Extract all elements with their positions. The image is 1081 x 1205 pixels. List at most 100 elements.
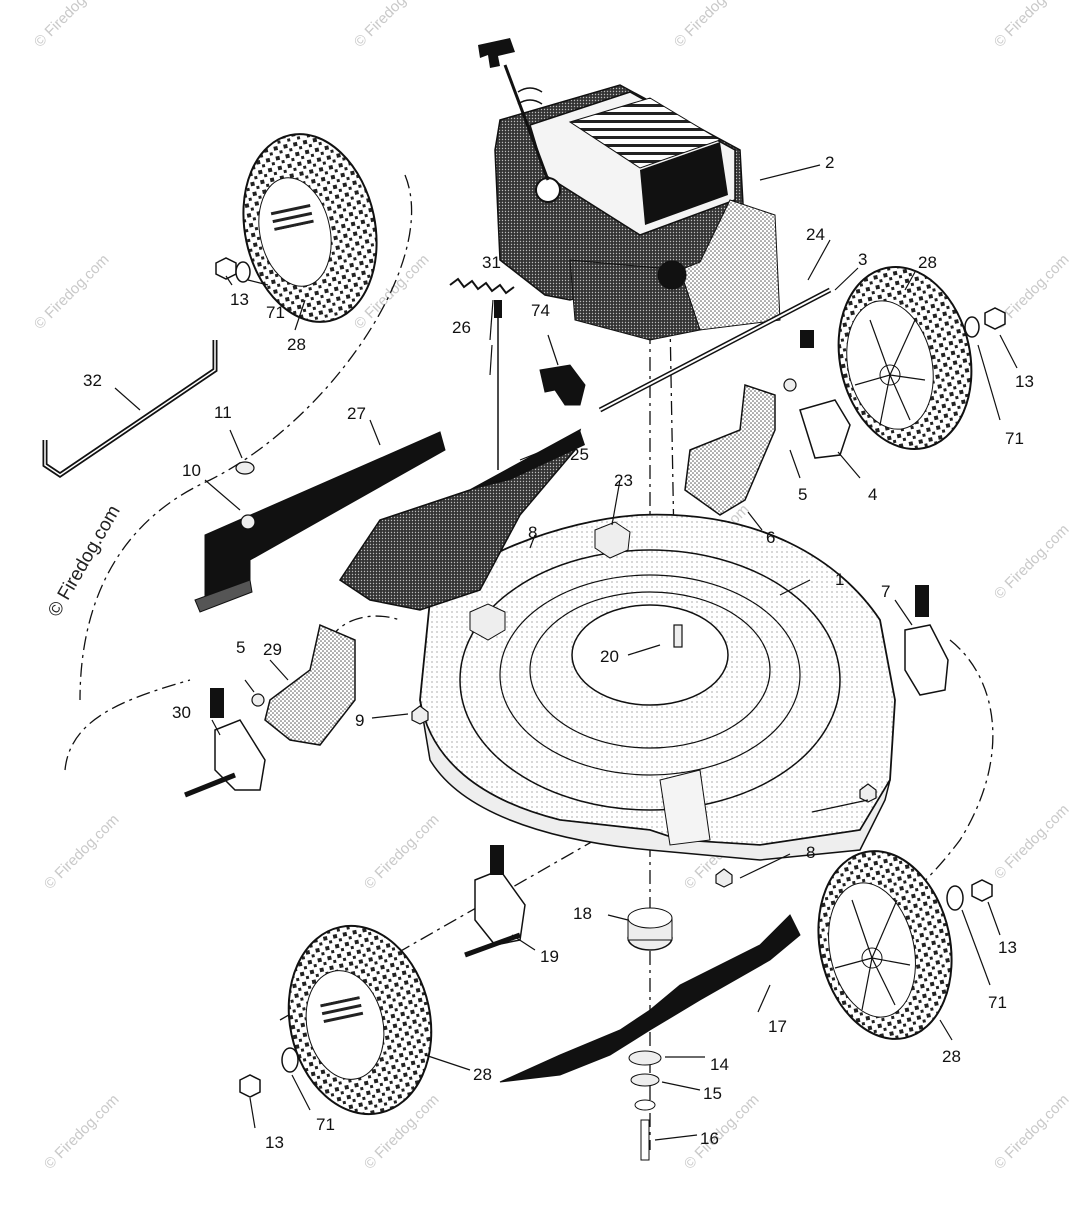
blade-assembly: [499, 907, 801, 1161]
watermark: © Firedog.com: [681, 1091, 763, 1173]
leader-lines: [114, 164, 1018, 1141]
label-part-29: 29: [263, 640, 282, 659]
label-part-8-top: 8: [528, 523, 537, 542]
watermark: © Firedog.com: [671, 0, 753, 51]
bolt-5: [783, 378, 797, 392]
left-rear-wheel: [242, 133, 378, 323]
label-part-28-c: 28: [942, 1047, 961, 1066]
left-front-height-adjuster: [464, 845, 526, 958]
label-part-3: 3: [858, 250, 867, 269]
rear-deflector: [338, 428, 585, 611]
label-part-26: 26: [452, 318, 471, 337]
right-front-wheel-axis-line: [819, 639, 994, 961]
watermark: © Firedog.com: [31, 0, 113, 51]
nut-8: [715, 868, 733, 888]
label-part-25: 25: [570, 445, 589, 464]
label-part-23: 23: [614, 471, 633, 490]
label-part-31: 31: [482, 253, 501, 272]
nut-8: [859, 783, 877, 803]
right-front-wheel: [817, 850, 953, 1040]
label-part-24: 24: [806, 225, 825, 244]
label-part-15: 15: [703, 1084, 722, 1103]
washer: [281, 1047, 299, 1073]
left-rear-wheel-axis-line: [79, 174, 413, 701]
engine: [478, 38, 781, 341]
label-part-13-a: 13: [230, 290, 249, 309]
left-adjuster-axis-line: [64, 679, 191, 771]
nut: [239, 1074, 261, 1098]
watermark: © Firedog.com: [31, 251, 113, 333]
left-adjuster-plate: [264, 623, 356, 746]
washer: [946, 885, 964, 911]
nut-9: [411, 705, 429, 725]
right-rear-wheel: [837, 266, 973, 450]
label-part-9: 9: [355, 711, 364, 730]
label-part-6: 6: [766, 528, 775, 547]
bolt-5: [251, 693, 265, 707]
watermark: © Firedog.com: [361, 811, 443, 893]
watermark: © Firedog.com: [991, 1091, 1073, 1173]
label-part-17: 17: [768, 1017, 787, 1036]
washer: [964, 316, 980, 338]
bolt-20: [673, 624, 683, 648]
label-part-71-b: 71: [1005, 429, 1024, 448]
nut: [215, 257, 237, 280]
watermark: © Firedog.com: [41, 1091, 123, 1173]
label-part-13-c: 13: [998, 938, 1017, 957]
rear-axle-rod-highlight: [599, 289, 831, 411]
label-part-28-b: 28: [918, 253, 937, 272]
label-part-5-right: 5: [798, 485, 807, 504]
left-front-wheel: [287, 924, 433, 1116]
label-part-71-a: 71: [266, 303, 285, 322]
nut: [971, 879, 993, 902]
right-adjuster-plate: [684, 383, 776, 516]
part-labels: 1 2 3 4 5 5 6 7 8 8 9 10 11 13 13 13 13 …: [83, 153, 1034, 1152]
hardware: [235, 378, 877, 888]
label-part-32: 32: [83, 371, 102, 390]
label-part-5-left: 5: [236, 638, 245, 657]
washer: [235, 261, 251, 283]
label-part-4: 4: [868, 485, 877, 504]
label-part-16: 16: [700, 1129, 719, 1148]
label-part-18: 18: [573, 904, 592, 923]
wheel-fasteners: [215, 257, 1006, 1098]
left-rear-height-adjuster: [184, 688, 266, 798]
bolt-11: [235, 461, 255, 475]
watermark-main: © Firedog.com: [44, 502, 125, 621]
bolt-31: [494, 300, 502, 318]
watermark: © Firedog.com: [41, 811, 123, 893]
label-part-28-a: 28: [287, 335, 306, 354]
label-part-11: 11: [214, 403, 232, 422]
right-front-height-adjuster: [904, 585, 949, 696]
mower-deck: [419, 513, 896, 861]
label-part-30: 30: [172, 703, 191, 722]
label-part-13-d: 13: [265, 1133, 284, 1152]
label-part-8-bottom: 8: [806, 843, 815, 862]
rear-flap: [194, 431, 446, 613]
label-part-71-d: 71: [316, 1115, 335, 1134]
watermark: © Firedog.com: [991, 801, 1073, 883]
label-part-28-d: 28: [473, 1065, 492, 1084]
label-part-27: 27: [347, 404, 366, 423]
washer-10: [240, 514, 256, 530]
label-part-7: 7: [881, 582, 890, 601]
label-part-20: 20: [600, 647, 619, 666]
nut: [984, 307, 1006, 330]
engine-bolt-axis-line: [669, 319, 676, 601]
label-part-1: 1: [835, 570, 844, 589]
label-part-10: 10: [182, 461, 201, 480]
handle-bracket: [42, 340, 218, 479]
watermark: © Firedog.com: [991, 521, 1073, 603]
label-part-14: 14: [710, 1055, 729, 1074]
label-part-13-b: 13: [1015, 372, 1034, 391]
label-part-71-c: 71: [988, 993, 1007, 1012]
watermark: © Firedog.com: [351, 0, 433, 51]
right-rear-height-adjuster: [799, 330, 851, 459]
spring: [449, 277, 515, 295]
watermark: © Firedog.com: [991, 0, 1073, 51]
cable-clip: [539, 364, 586, 406]
label-part-74: 74: [531, 301, 550, 320]
label-part-19: 19: [540, 947, 559, 966]
